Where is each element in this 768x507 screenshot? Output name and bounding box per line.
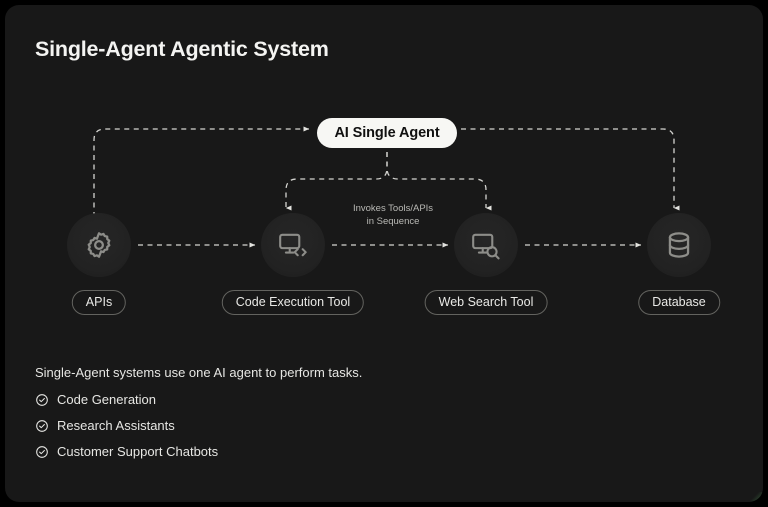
- agentic-system-diagram: AI Single Agent Invokes Tools/APIs in Se…: [5, 5, 763, 502]
- node-web-search-tool-circle: [454, 213, 518, 277]
- monitor-code-icon: [279, 233, 307, 257]
- node-database-label: Database: [638, 290, 720, 315]
- node-apis-circle: [67, 213, 131, 277]
- list-item: Code Generation: [35, 392, 595, 407]
- footer-summary: Single-Agent systems use one AI agent to…: [35, 365, 595, 470]
- node-code-execution-tool-label: Code Execution Tool: [221, 290, 365, 315]
- list-item: Customer Support Chatbots: [35, 444, 595, 459]
- invoke-sequence-caption: Invokes Tools/APIs in Sequence: [323, 202, 463, 228]
- ai-single-agent-label: AI Single Agent: [334, 125, 440, 141]
- monitor-search-icon: [472, 233, 500, 260]
- edge-agent-to-search: [386, 152, 492, 211]
- node-web-search-tool-label: Web Search Tool: [424, 290, 548, 315]
- ai-single-agent-node[interactable]: AI Single Agent: [317, 118, 457, 148]
- footer-description: Single-Agent systems use one AI agent to…: [35, 365, 363, 380]
- invoke-caption-line-2: in Sequence: [366, 216, 420, 227]
- edge-agent-to-code: [285, 152, 388, 211]
- node-code-execution-tool-circle: [261, 213, 325, 277]
- check-circle-icon: [36, 393, 48, 406]
- connector-edges: [93, 126, 680, 248]
- node-code-execution-tool[interactable]: Code Execution Tool: [221, 213, 365, 315]
- page-title: Single-Agent Agentic System: [35, 37, 329, 61]
- edge-apis-to-agent: [93, 126, 310, 217]
- list-item: Research Assistants: [35, 418, 595, 433]
- database-icon: [668, 232, 690, 258]
- node-database-circle: [647, 213, 711, 277]
- invoke-caption-line-1: Invokes Tools/APIs: [352, 203, 434, 214]
- list-item-label: Customer Support Chatbots: [57, 444, 219, 459]
- check-circle-icon: [36, 445, 48, 458]
- node-apis-label: APIs: [71, 290, 127, 315]
- diagram-card: Single-Agent Agentic System: [5, 5, 763, 502]
- check-circle-icon: [36, 419, 48, 432]
- list-item-label: Code Generation: [57, 392, 157, 407]
- node-apis[interactable]: APIs: [67, 213, 131, 315]
- node-database[interactable]: Database: [638, 213, 720, 315]
- node-web-search-tool[interactable]: Web Search Tool: [424, 213, 548, 315]
- list-item-label: Research Assistants: [57, 418, 175, 433]
- gear-icon: [87, 232, 111, 258]
- edge-agent-to-database: [461, 128, 680, 211]
